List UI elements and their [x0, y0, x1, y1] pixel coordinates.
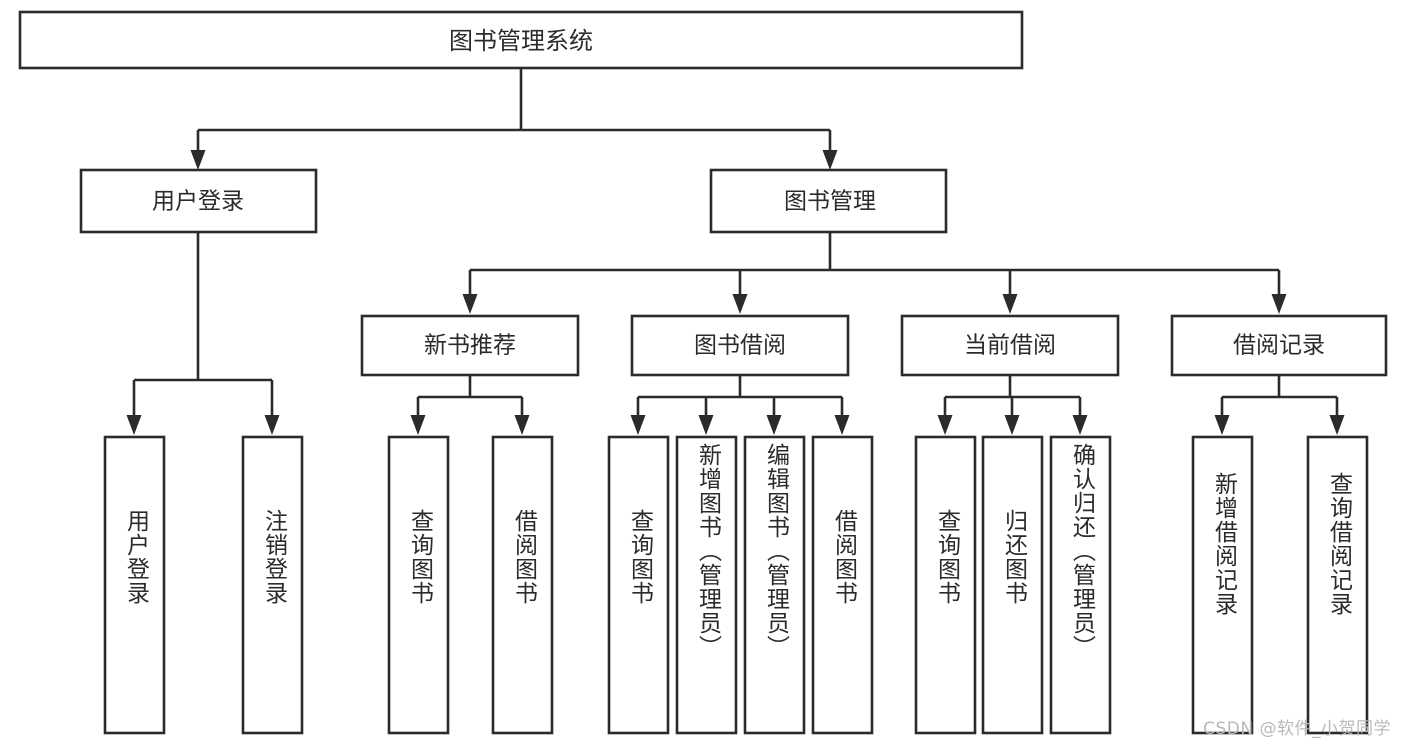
node-new-book-recommend-label: 新书推荐 — [424, 333, 516, 359]
leaf-boxes — [103, 435, 1369, 735]
node-book-manage[interactable]: 图书管理 — [709, 168, 948, 234]
node-new-book-recommend[interactable]: 新书推荐 — [360, 314, 580, 377]
connector-borrowrecord-to-leaves — [1214, 375, 1345, 435]
node-current-borrow-label: 当前借阅 — [964, 333, 1056, 359]
leaf-box-borrow-book-1[interactable] — [491, 435, 554, 735]
node-root-label: 图书管理系统 — [449, 27, 593, 55]
connector-userlogin-to-leaves — [126, 232, 280, 435]
node-current-borrow[interactable]: 当前借阅 — [900, 314, 1120, 377]
node-book-borrow-box[interactable] — [630, 314, 850, 377]
node-book-borrow[interactable]: 图书借阅 — [630, 314, 850, 377]
leaf-box-edit-book[interactable] — [743, 435, 806, 735]
leaf-box-user-login[interactable] — [103, 435, 166, 735]
leaf-box-query-record[interactable] — [1306, 435, 1369, 735]
leaf-box-add-book[interactable] — [675, 435, 738, 735]
connector-currentborrow-to-leaves — [937, 375, 1088, 435]
node-root-box[interactable] — [18, 10, 1024, 70]
connector-bookborrow-to-leaves — [630, 375, 850, 435]
leaf-box-query-book-3[interactable] — [914, 435, 977, 735]
node-borrow-record[interactable]: 借阅记录 — [1170, 314, 1388, 377]
node-user-login-label: 用户登录 — [152, 189, 244, 215]
node-book-manage-box[interactable] — [709, 168, 948, 234]
node-current-borrow-box[interactable] — [900, 314, 1120, 377]
leaf-box-return-book[interactable] — [981, 435, 1044, 735]
node-book-borrow-label: 图书借阅 — [694, 333, 786, 359]
connector-root-to-level2 — [190, 68, 838, 170]
leaf-box-confirm-return[interactable] — [1049, 435, 1112, 735]
node-borrow-record-box[interactable] — [1170, 314, 1388, 377]
connector-newbook-to-leaves — [410, 375, 530, 435]
node-book-manage-label: 图书管理 — [784, 189, 876, 215]
leaf-box-logout[interactable] — [241, 435, 304, 735]
leaf-box-add-record[interactable] — [1191, 435, 1254, 735]
leaf-box-query-book-1[interactable] — [387, 435, 450, 735]
node-root[interactable]: 图书管理系统 — [18, 10, 1024, 70]
node-borrow-record-label: 借阅记录 — [1233, 333, 1325, 359]
connector-bookmanage-to-level3 — [462, 232, 1287, 314]
leaf-box-borrow-book-2[interactable] — [811, 435, 874, 735]
node-user-login-box[interactable] — [79, 168, 318, 234]
leaf-box-query-book-2[interactable] — [607, 435, 670, 735]
node-new-book-recommend-box[interactable] — [360, 314, 580, 377]
node-user-login[interactable]: 用户登录 — [79, 168, 318, 234]
